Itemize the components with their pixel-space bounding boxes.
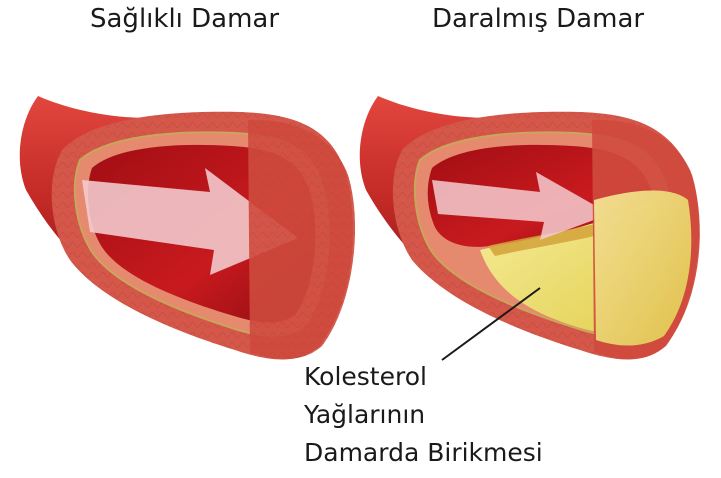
caption-line-1: Kolesterol [304,364,427,389]
caption-line-2: Yağlarının [304,402,425,427]
narrowed-vessel [360,96,700,360]
caption-line-3: Damarda Birikmesi [304,440,543,465]
healthy-vessel [20,96,355,360]
